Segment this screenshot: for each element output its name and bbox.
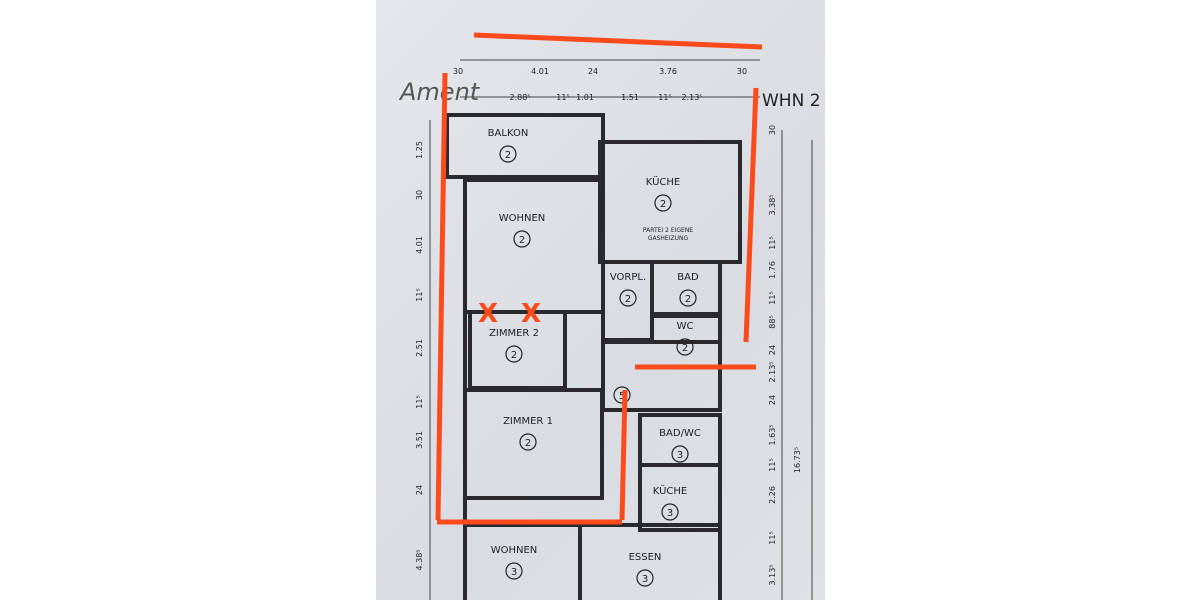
dim-right: 3.13⁵ — [768, 564, 777, 585]
dim-top: 3.76 — [659, 67, 677, 76]
unit-circle — [619, 289, 637, 307]
unit-number: 2 — [625, 294, 631, 305]
room: VORPL. 2 — [610, 272, 646, 307]
room-name: ZIMMER 2 — [489, 328, 539, 339]
dim-right: 2.13⁵ — [768, 361, 777, 382]
dim-right: 88⁵ — [768, 315, 777, 328]
room-name: KÜCHE — [653, 484, 687, 497]
room-name: WOHNEN — [499, 213, 546, 224]
markup-x-1: X — [478, 299, 498, 329]
dim-total: 16.73⁵ — [793, 447, 802, 473]
unit-circle — [513, 230, 531, 248]
signature: Ament — [398, 78, 481, 106]
dim-top: 11⁵ — [658, 93, 671, 102]
markup-x-2: X — [521, 299, 541, 329]
dim-right: 11⁵ — [768, 458, 777, 471]
red-markup — [435, 32, 763, 525]
dim-top: 2.13⁵ — [681, 93, 702, 102]
dim-left: 4.38⁵ — [415, 549, 424, 570]
room-name: VORPL. — [610, 272, 646, 283]
unit-number: 2 — [660, 199, 666, 210]
room: KÜCHE 3 — [653, 484, 687, 521]
dim-right: 11⁵ — [768, 236, 777, 249]
room: WOHNEN 3 — [491, 545, 538, 580]
markup-line-top — [473, 32, 763, 50]
heating-note-line1: PARTEI 2 EIGENE — [643, 227, 693, 234]
unit-title: WHN 2 — [762, 91, 821, 111]
unit-circle — [661, 503, 679, 521]
dim-top: 1.51 — [621, 93, 639, 102]
unit-number: 2 — [505, 150, 511, 161]
dim-left: 4.01 — [415, 236, 424, 254]
unit-circle — [505, 562, 523, 580]
room-name: ESSEN — [629, 552, 662, 563]
unit-circle — [519, 433, 537, 451]
walls — [429, 59, 813, 600]
dim-right: 2.26 — [768, 486, 777, 504]
dim-top: 4.01 — [531, 67, 549, 76]
dim-left: 1.25 — [415, 141, 424, 159]
dim-right: 24 — [768, 345, 777, 355]
dim-left: 11⁵ — [415, 395, 424, 408]
markup-line-left — [435, 72, 448, 521]
dim-right: 30 — [768, 125, 777, 135]
dim-top: 30 — [453, 67, 463, 76]
unit-number: 5 — [619, 391, 625, 402]
unit-circle — [676, 338, 694, 356]
room: BALKON 2 — [488, 128, 529, 163]
dim-right: 11⁵ — [768, 531, 777, 544]
unit-number: 2 — [685, 294, 691, 305]
room-name: ZIMMER 1 — [503, 416, 553, 427]
dim-left: 24 — [415, 485, 424, 495]
room: ESSEN 3 — [629, 552, 662, 587]
unit-number: 3 — [511, 567, 517, 578]
dim-right: 3.38⁵ — [768, 194, 777, 215]
unit-number: 3 — [642, 574, 648, 585]
unit-circle — [679, 289, 697, 307]
dim-left: 2.51 — [415, 339, 424, 357]
unit-circle — [671, 445, 689, 463]
dim-top: 24 — [588, 67, 598, 76]
markup-line-stair — [619, 389, 628, 521]
dim-right: 1.63⁵ — [768, 424, 777, 445]
dim-left: 11⁵ — [415, 288, 424, 301]
room-name: BAD/WC — [659, 428, 701, 439]
room: WOHNEN 2 — [499, 213, 546, 248]
dim-right: 1.76 — [768, 261, 777, 279]
unit-number: 2 — [511, 350, 517, 361]
dim-top: 2.88⁵ — [509, 93, 530, 102]
dim-top: 11⁵ — [556, 93, 569, 102]
room: ZIMMER 2 2 — [489, 328, 539, 363]
dim-left: 30 — [415, 190, 424, 200]
room-name: BAD — [677, 272, 699, 283]
unit-number: 3 — [677, 450, 683, 461]
unit-number: 3 — [667, 508, 673, 519]
unit-circle — [499, 145, 517, 163]
dim-top: 30 — [737, 67, 747, 76]
room: BAD/WC 3 — [659, 428, 701, 463]
room-name: KÜCHE — [646, 175, 680, 188]
room-name: WC — [677, 321, 694, 332]
dim-left: 3.51 — [415, 431, 424, 449]
room: KÜCHE 2 — [646, 175, 680, 212]
dim-top: 1.01 — [576, 93, 594, 102]
room: BAD 2 — [677, 272, 699, 307]
room-name: BALKON — [488, 128, 529, 139]
dim-right: 11⁵ — [768, 291, 777, 304]
room: WC 2 — [676, 321, 694, 356]
heating-note-line2: GASHEIZUNG — [648, 235, 689, 242]
unit-number: 2 — [682, 343, 688, 354]
unit-circle — [505, 345, 523, 363]
unit-number: 2 — [519, 235, 525, 246]
unit-circle — [613, 386, 631, 404]
room: ZIMMER 1 2 — [503, 416, 553, 451]
room: 5 — [613, 386, 631, 404]
unit-circle — [636, 569, 654, 587]
unit-number: 2 — [525, 438, 531, 449]
dim-right: 24 — [768, 395, 777, 405]
unit-circle — [654, 194, 672, 212]
room-name: WOHNEN — [491, 545, 538, 556]
markup-line-right — [743, 87, 759, 343]
